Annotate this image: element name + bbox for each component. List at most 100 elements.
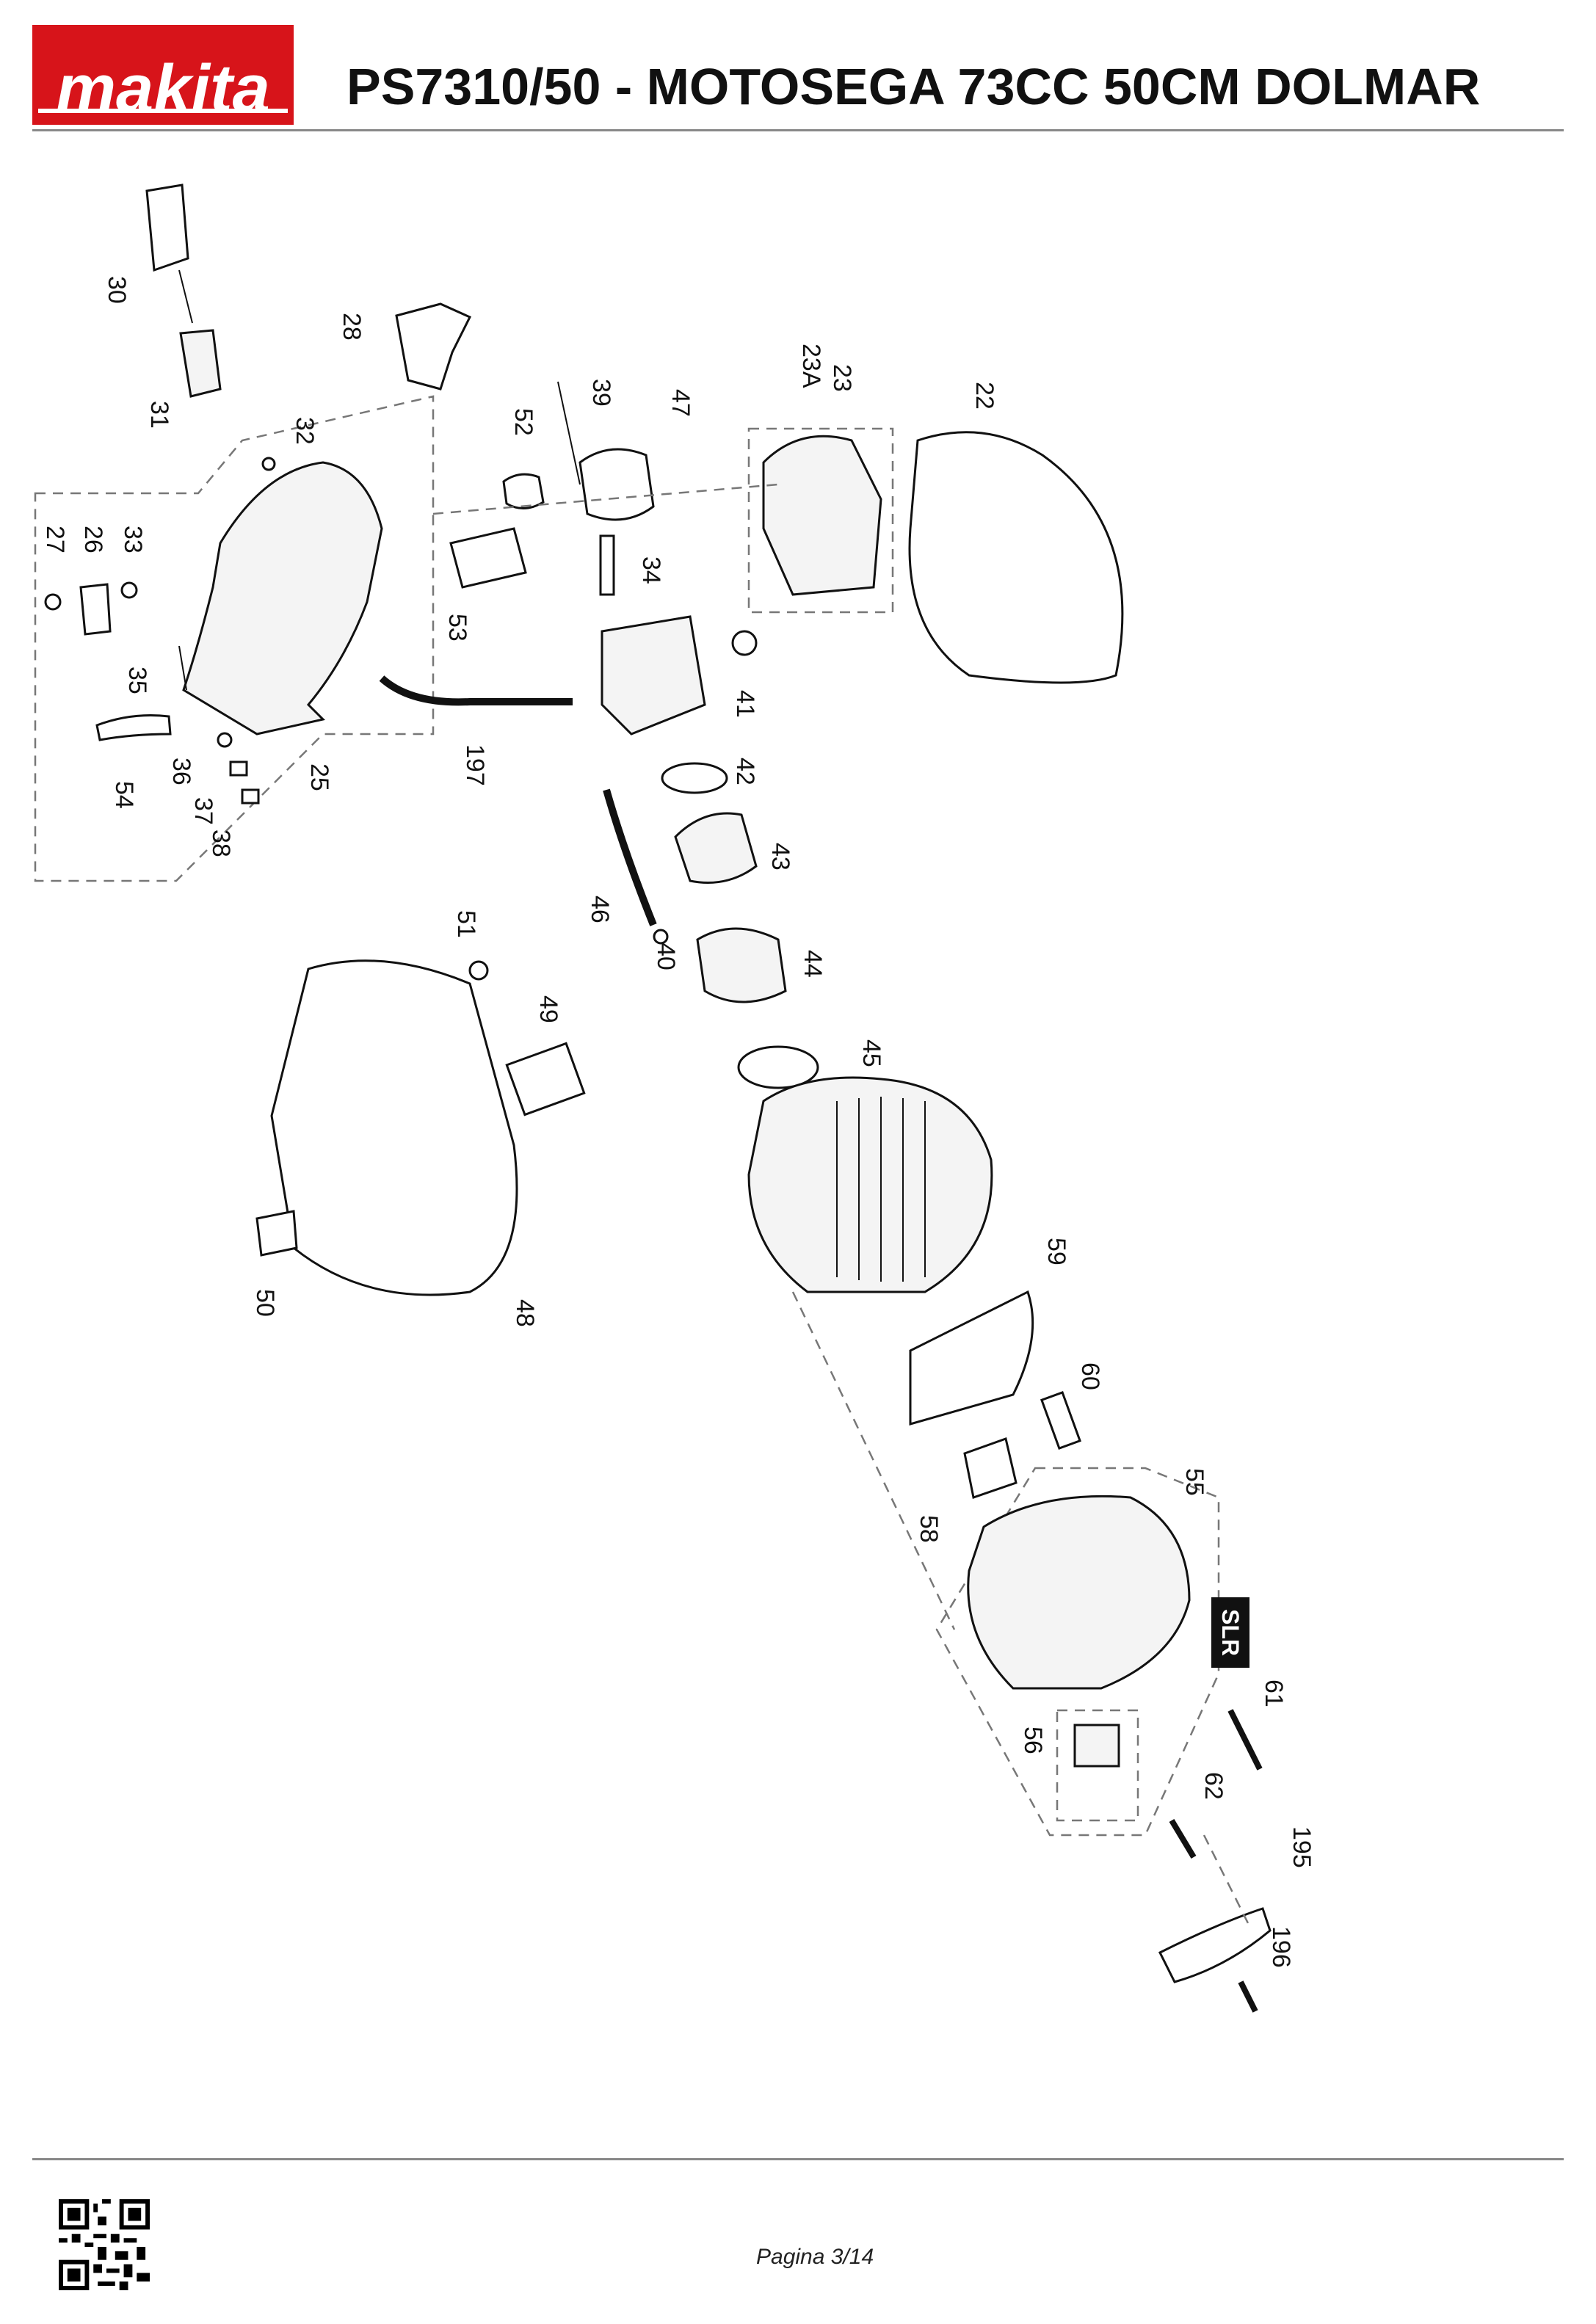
part-53 — [449, 527, 527, 589]
part-47 — [578, 448, 655, 521]
part-43 — [674, 812, 758, 884]
label-37: 37 — [189, 797, 217, 825]
part-51 — [468, 960, 489, 981]
slr-badge: SLR — [1217, 1609, 1244, 1656]
label-33: 33 — [119, 526, 147, 553]
part-32 — [261, 457, 276, 471]
part-55-muffler — [967, 1495, 1191, 1690]
label-52: 52 — [509, 408, 537, 436]
label-60: 60 — [1076, 1362, 1104, 1390]
part-196-screw — [1238, 1980, 1258, 2013]
label-195: 195 — [1288, 1826, 1316, 1868]
label-197: 197 — [461, 744, 489, 786]
group-23-outline — [747, 427, 894, 614]
label-62: 62 — [1200, 1772, 1227, 1800]
label-55: 55 — [1180, 1468, 1208, 1496]
page-title: PS7310/50 - MOTOSEGA 73CC 50CM DOLMAR — [347, 58, 1481, 115]
exploded-parts-diagram: SLR 22 23 23A 25 26 27 28 30 31 32 33 34… — [34, 184, 1316, 2013]
label-43: 43 — [766, 843, 794, 871]
part-31 — [179, 329, 222, 398]
label-196: 196 — [1267, 1926, 1295, 1968]
part-30 — [145, 184, 193, 324]
part-58 — [963, 1437, 1018, 1499]
part-34 — [599, 534, 615, 596]
label-36: 36 — [167, 758, 195, 785]
label-61: 61 — [1260, 1680, 1288, 1707]
part-22-cover — [908, 431, 1124, 684]
part-23 — [762, 435, 882, 596]
part-41 — [731, 630, 758, 656]
assembly-axis-3 — [1203, 1834, 1249, 1924]
label-53: 53 — [443, 614, 471, 642]
label-38: 38 — [207, 829, 235, 857]
label-40: 40 — [652, 943, 680, 970]
label-28: 28 — [338, 313, 366, 341]
part-60 — [1040, 1391, 1081, 1450]
part-197-hose — [379, 675, 573, 706]
part-54 — [95, 714, 172, 741]
label-34: 34 — [637, 556, 665, 584]
cylinder-fins — [836, 1097, 926, 1282]
label-49: 49 — [534, 995, 562, 1023]
label-35: 35 — [123, 667, 151, 694]
part-37 — [229, 760, 248, 777]
part-35-screw — [178, 645, 187, 691]
label-42: 42 — [731, 758, 759, 785]
label-54: 54 — [110, 781, 138, 809]
part-61-bolt — [1227, 1709, 1263, 1771]
part-45 — [737, 1045, 819, 1089]
part-49 — [505, 1042, 586, 1116]
label-59: 59 — [1042, 1238, 1070, 1266]
label-50: 50 — [251, 1289, 279, 1317]
label-39: 39 — [587, 379, 615, 407]
label-30: 30 — [103, 276, 131, 304]
group-56-outline — [1056, 1709, 1139, 1822]
label-45: 45 — [857, 1039, 885, 1067]
logo-wordmark: makita — [56, 51, 270, 125]
part-56 — [1073, 1724, 1120, 1768]
qr-code — [59, 2199, 150, 2290]
part-50 — [255, 1210, 298, 1257]
group-25-outline — [34, 395, 435, 882]
label-26: 26 — [79, 526, 107, 553]
label-41: 41 — [731, 690, 759, 718]
part-36 — [217, 732, 233, 748]
slr-badge-bg — [1211, 1597, 1249, 1668]
label-23: 23 — [828, 364, 856, 392]
part-28 — [395, 302, 472, 391]
part-38 — [241, 788, 260, 805]
part-26 — [79, 583, 112, 636]
label-47: 47 — [667, 389, 694, 417]
part-carburetor — [601, 615, 706, 736]
part-46-hose — [603, 788, 657, 926]
label-32: 32 — [291, 417, 319, 445]
label-46: 46 — [586, 896, 614, 923]
part-48-housing — [270, 959, 518, 1296]
footer-divider — [32, 2158, 1564, 2160]
part-42 — [661, 762, 728, 794]
label-25: 25 — [305, 763, 333, 791]
label-22: 22 — [971, 382, 998, 410]
part-25-housing — [182, 461, 383, 736]
label-58: 58 — [915, 1515, 943, 1543]
part-44 — [696, 927, 787, 1003]
part-33 — [120, 581, 138, 599]
group-55-outline — [935, 1467, 1220, 1837]
assembly-axis-2 — [791, 1291, 956, 1630]
part-40 — [653, 929, 669, 945]
header-divider — [32, 129, 1564, 131]
part-52 — [502, 473, 545, 509]
page-number: Pagina 3/14 — [756, 2245, 874, 2269]
part-39 — [557, 381, 581, 485]
part-59 — [909, 1290, 1034, 1426]
label-51: 51 — [452, 910, 480, 938]
part-62-bolt — [1169, 1818, 1197, 1859]
label-27: 27 — [41, 526, 69, 553]
makita-logo: makita — [32, 25, 294, 125]
assembly-axis-1 — [432, 483, 779, 515]
label-31: 31 — [145, 401, 173, 429]
label-56: 56 — [1019, 1726, 1047, 1754]
label-23a: 23A — [797, 344, 825, 388]
label-44: 44 — [799, 950, 827, 978]
part-27 — [44, 593, 62, 611]
